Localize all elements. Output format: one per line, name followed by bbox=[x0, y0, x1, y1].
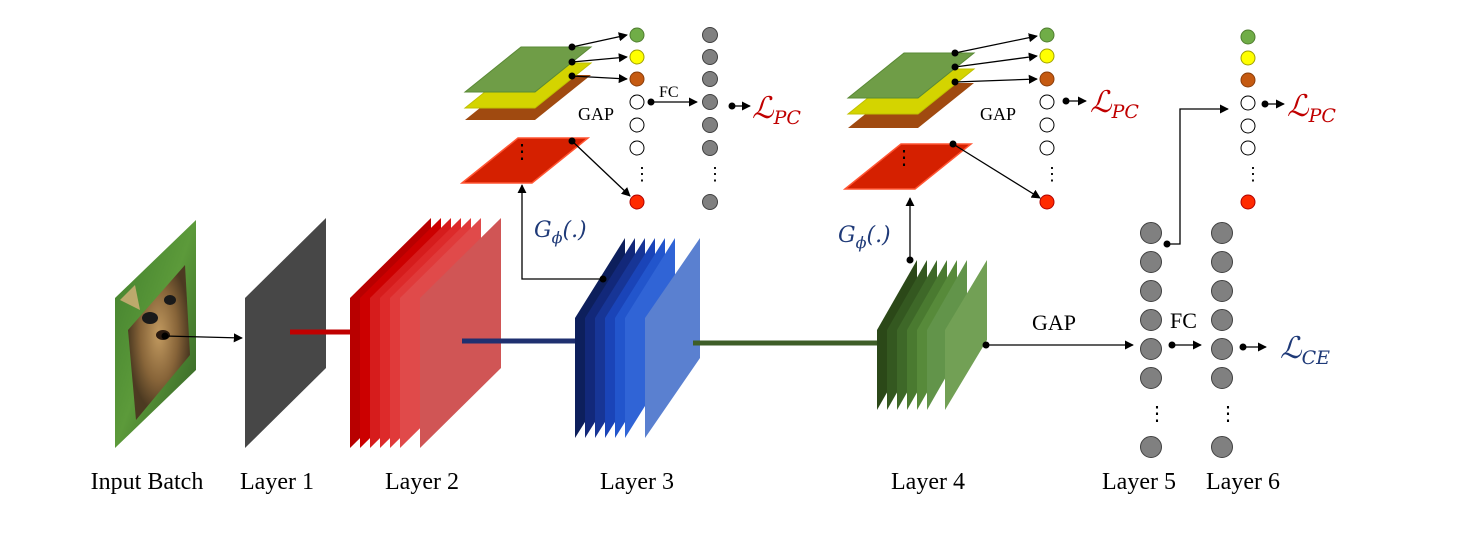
input-dot bbox=[161, 332, 169, 340]
svg-text:⋮: ⋮ bbox=[1244, 164, 1262, 184]
label-layer4: Layer 4 bbox=[891, 469, 965, 495]
layer2-stack bbox=[350, 218, 501, 448]
layer3-stack bbox=[575, 238, 700, 438]
aux1-feature-green bbox=[463, 46, 593, 93]
layer5-nodes: ⋮ bbox=[1140, 222, 1167, 458]
input-image bbox=[115, 220, 196, 448]
layer4-stack bbox=[877, 260, 987, 410]
label-layer1: Layer 1 bbox=[240, 469, 314, 495]
gphi-label-1: Gϕ(.) bbox=[534, 218, 587, 247]
aux1-fc-label: FC bbox=[659, 84, 679, 101]
svg-text:⋮: ⋮ bbox=[1043, 164, 1061, 184]
aux1-feature-ellipsis: ⋮ bbox=[512, 141, 532, 163]
aux1-loss-pc: ℒPC bbox=[752, 91, 801, 129]
label-layer6: Layer 6 bbox=[1206, 469, 1280, 495]
layer3-gphi-arrow bbox=[517, 184, 603, 280]
label-layer5: Layer 5 bbox=[1102, 469, 1176, 495]
layer1-plane bbox=[245, 218, 326, 448]
layer4-top-dot bbox=[906, 256, 914, 264]
svg-text:⋮: ⋮ bbox=[1147, 403, 1167, 425]
gap-label-main: GAP bbox=[1032, 310, 1076, 335]
gphi-label-2: Gϕ(.) bbox=[838, 223, 891, 252]
svg-text:⋮: ⋮ bbox=[1218, 403, 1238, 425]
layer5-aux3-arrow bbox=[1167, 104, 1229, 245]
label-layer3: Layer 3 bbox=[600, 469, 674, 495]
aux1-gap-label: GAP bbox=[578, 104, 614, 124]
svg-text:GAP: GAP bbox=[980, 104, 1016, 124]
fc-label-main: FC bbox=[1170, 308, 1197, 333]
layer6-nodes: ⋮ bbox=[1211, 222, 1238, 458]
loss-ce: ℒCE bbox=[1280, 331, 1330, 369]
svg-text:⋮: ⋮ bbox=[633, 164, 651, 184]
layer3-dot bbox=[599, 275, 607, 283]
label-layer2: Layer 2 bbox=[385, 469, 459, 495]
aux2-loss-pc: ℒPC bbox=[1090, 85, 1139, 123]
aux3-loss-pc: ℒPC bbox=[1287, 89, 1336, 127]
layer4-dot bbox=[982, 341, 990, 349]
svg-text:⋮: ⋮ bbox=[706, 164, 724, 184]
label-input-batch: Input Batch bbox=[91, 469, 204, 495]
aux-head-3: ⋮ ℒPC bbox=[1240, 29, 1336, 210]
aux-head-1: ⋮ GAP ⋮ FC ⋮ ℒPC bbox=[459, 27, 801, 210]
input-to-layer1-arrow bbox=[164, 333, 243, 343]
aux1-feature-red bbox=[459, 137, 591, 184]
svg-text:⋮: ⋮ bbox=[894, 147, 914, 169]
aux-head-2: ⋮ GAP ⋮ ℒPC bbox=[842, 27, 1139, 210]
